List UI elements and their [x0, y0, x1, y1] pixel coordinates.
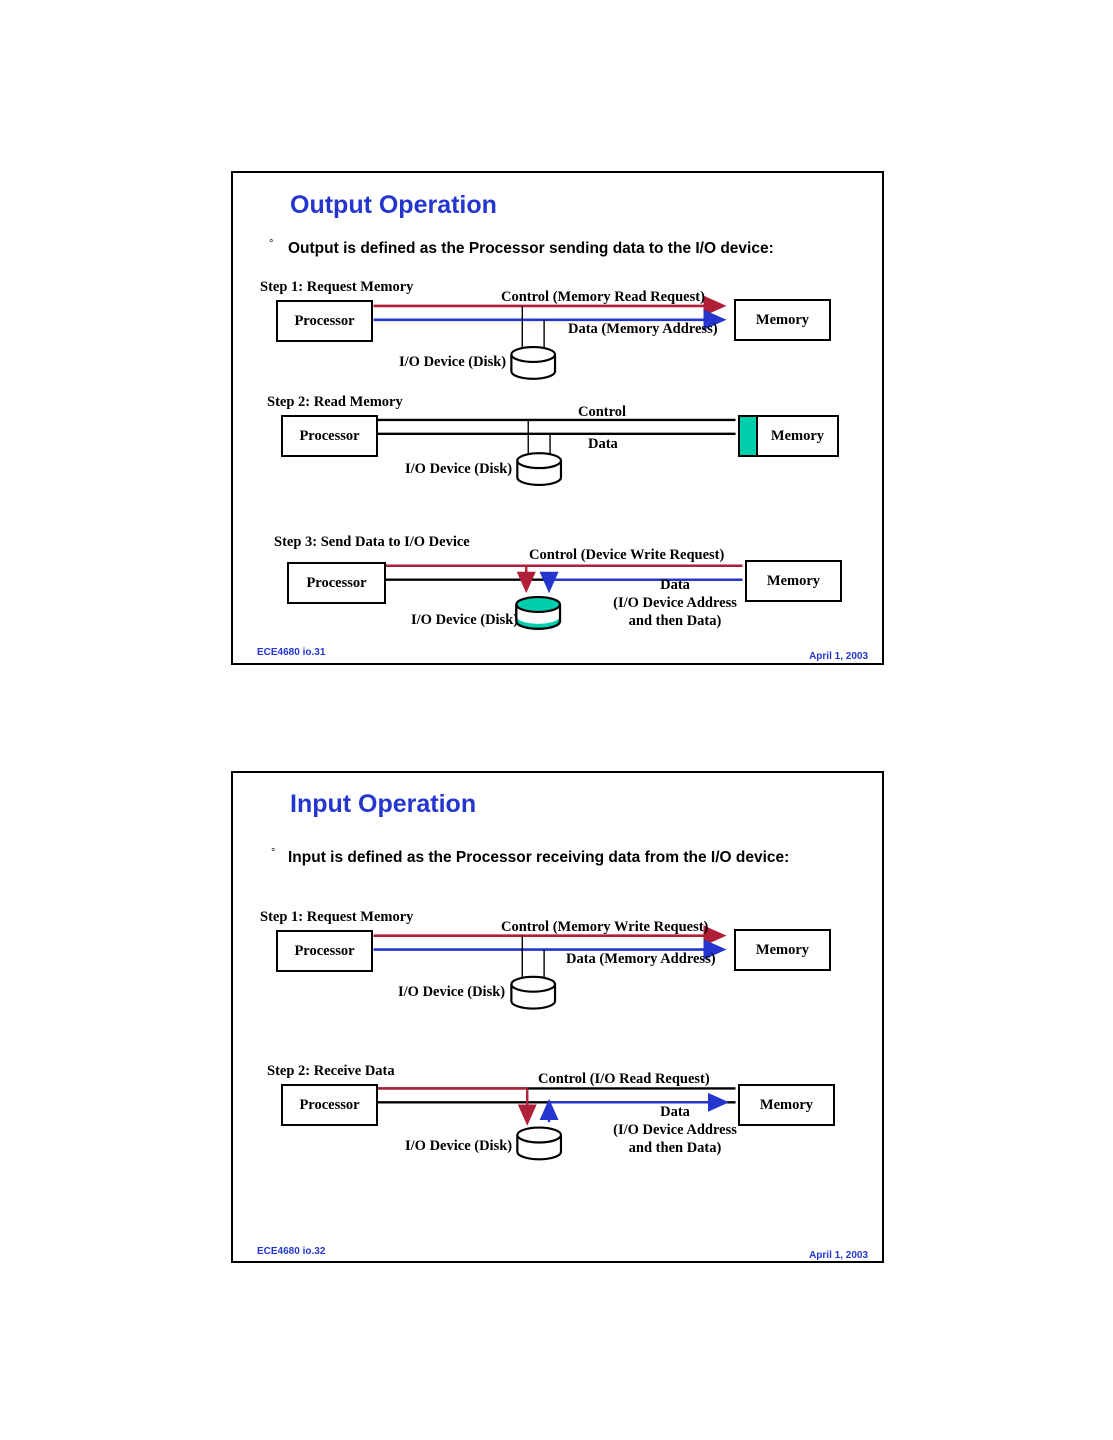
memory-label: Memory	[766, 572, 821, 589]
step-label-3: Step 3: Send Data to I/O Device	[274, 534, 470, 550]
disk-label-s3: I/O Device (Disk)	[411, 612, 519, 628]
step-label-2: Step 2: Read Memory	[267, 394, 403, 410]
memory-box-s1: Memory	[734, 929, 831, 971]
footer-date: April 1, 2003	[809, 1250, 868, 1261]
processor-label: Processor	[306, 574, 367, 591]
data-label-s3-line1: Data	[660, 577, 690, 593]
processor-label: Processor	[299, 1096, 360, 1113]
processor-label: Processor	[294, 942, 355, 959]
memory-label: Memory	[755, 941, 810, 958]
slide-input-operation: Input Operation ° Input is defined as th…	[231, 771, 884, 1263]
control-label-s3: Control (Device Write Request)	[529, 547, 725, 563]
control-label-s2: Control	[578, 404, 627, 420]
data-label-s3-line3: and then Data)	[628, 613, 722, 630]
step-label-1: Step 1: Request Memory	[260, 909, 414, 925]
processor-box-s2: Processor	[281, 1084, 378, 1126]
memory-box-s2: Memory	[738, 415, 839, 457]
processor-label: Processor	[294, 312, 355, 329]
processor-box-s1: Processor	[276, 300, 373, 342]
diagram-lines-s1	[373, 295, 727, 380]
processor-box-s2: Processor	[281, 415, 378, 457]
diagram-lines-in-s1	[373, 925, 727, 1010]
memory-label: Memory	[770, 427, 825, 444]
page-title: Input Operation	[290, 790, 477, 818]
memory-box-s3: Memory	[745, 560, 842, 602]
disk-label-s2: I/O Device (Disk)	[405, 461, 513, 477]
footer-course-id: ECE4680 io.32	[257, 1246, 326, 1257]
data-label-s1: Data (Memory Address)	[568, 321, 718, 337]
data-label-s2: Data	[588, 436, 618, 452]
data-label-s1: Data (Memory Address)	[566, 951, 716, 967]
memory-label: Memory	[759, 1096, 814, 1113]
memory-label: Memory	[755, 311, 810, 328]
step-label-1: Step 1: Request Memory	[260, 279, 414, 295]
processor-box-s1: Processor	[276, 930, 373, 972]
processor-label: Processor	[299, 427, 360, 444]
memory-box-s2: Memory	[738, 1084, 835, 1126]
data-label-s2-line3: and then Data)	[628, 1140, 722, 1157]
data-label-s2-line2: (I/O Device Address	[613, 1122, 737, 1139]
bullet-degree-icon: °	[269, 238, 274, 250]
footer-date: April 1, 2003	[809, 651, 868, 662]
step-label-2: Step 2: Receive Data	[267, 1063, 395, 1079]
page-title: Output Operation	[290, 191, 497, 219]
disk-label-s1: I/O Device (Disk)	[398, 984, 506, 1000]
control-label-s2: Control (I/O Read Request)	[538, 1071, 710, 1087]
diagram-lines-in-s2	[377, 1087, 736, 1161]
disk-label-s2: I/O Device (Disk)	[405, 1138, 513, 1154]
memory-fill-highlight	[740, 417, 758, 455]
disk-label-s1: I/O Device (Disk)	[399, 354, 507, 370]
bullet-text: Input is defined as the Processor receiv…	[288, 849, 790, 866]
control-label-s1: Control (Memory Read Request)	[501, 289, 705, 305]
data-label-s3-line2: (I/O Device Address	[613, 595, 737, 612]
control-label-s1: Control (Memory Write Request)	[501, 919, 709, 935]
memory-box-s1: Memory	[734, 299, 831, 341]
footer-course-id: ECE4680 io.31	[257, 647, 326, 658]
bullet-text: Output is defined as the Processor sendi…	[288, 240, 774, 257]
diagram-lines-s3	[385, 564, 743, 630]
bullet-degree-icon: °	[271, 847, 276, 859]
slide-output-operation: Output Operation ° Output is defined as …	[231, 171, 884, 665]
data-label-s2-line1: Data	[660, 1104, 690, 1120]
diagram-lines-s2	[377, 418, 736, 487]
processor-box-s3: Processor	[287, 562, 386, 604]
